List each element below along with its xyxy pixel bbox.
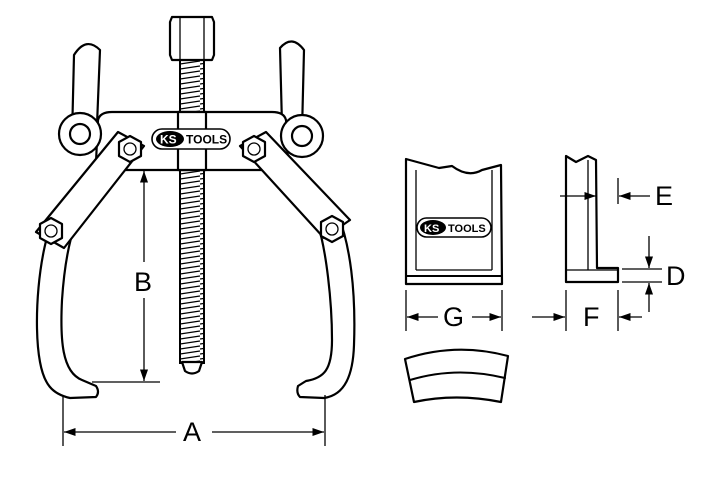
- hex-nut-lower-right: [319, 214, 345, 244]
- dimension-f: F: [532, 290, 642, 332]
- dimension-d-label: D: [666, 261, 686, 291]
- jaw-insert-side-view: [564, 154, 620, 284]
- dimension-b: B: [92, 169, 176, 383]
- jaw-side-outline: [564, 154, 620, 284]
- logo-prefix: KS: [160, 133, 177, 147]
- dimension-g-label: G: [443, 302, 464, 332]
- jaw-logo-suffix: TOOLS: [448, 223, 486, 235]
- dimension-f-label: F: [583, 302, 600, 332]
- hex-nut-upper-right: [241, 134, 267, 164]
- two-arm-puller: KS TOOLS: [34, 15, 356, 400]
- ks-tools-logo-jaw: KS TOOLS: [416, 217, 492, 238]
- dimension-e: E: [560, 178, 673, 211]
- spindle-hex-head: [168, 15, 216, 62]
- dimension-d: D: [622, 236, 686, 312]
- spindle-tip: [180, 360, 204, 375]
- jaw-logo-prefix: KS: [424, 223, 439, 235]
- dimension-a: A: [62, 395, 326, 447]
- curved-insert-inner-line: [409, 371, 506, 381]
- dimension-e-label: E: [655, 181, 673, 211]
- curved-jaw-insert: [403, 348, 510, 404]
- ks-tools-logo-puller: KS TOOLS: [151, 128, 231, 150]
- left-pivot-ring: [57, 111, 103, 157]
- jaw-insert-front-view: KS TOOLS: [404, 157, 504, 286]
- dimension-a-label: A: [183, 417, 201, 447]
- hex-nut-lower-left: [38, 216, 64, 246]
- right-jaw: [296, 213, 356, 400]
- dimension-b-label: B: [134, 267, 152, 297]
- dimension-g: G: [405, 290, 503, 332]
- right-pivot-ring: [279, 113, 325, 159]
- curved-insert-outline: [403, 348, 510, 404]
- spindle-thread: [179, 57, 205, 364]
- left-jaw: [35, 213, 100, 400]
- hex-nut-upper-left: [117, 134, 143, 164]
- logo-suffix: TOOLS: [186, 133, 227, 147]
